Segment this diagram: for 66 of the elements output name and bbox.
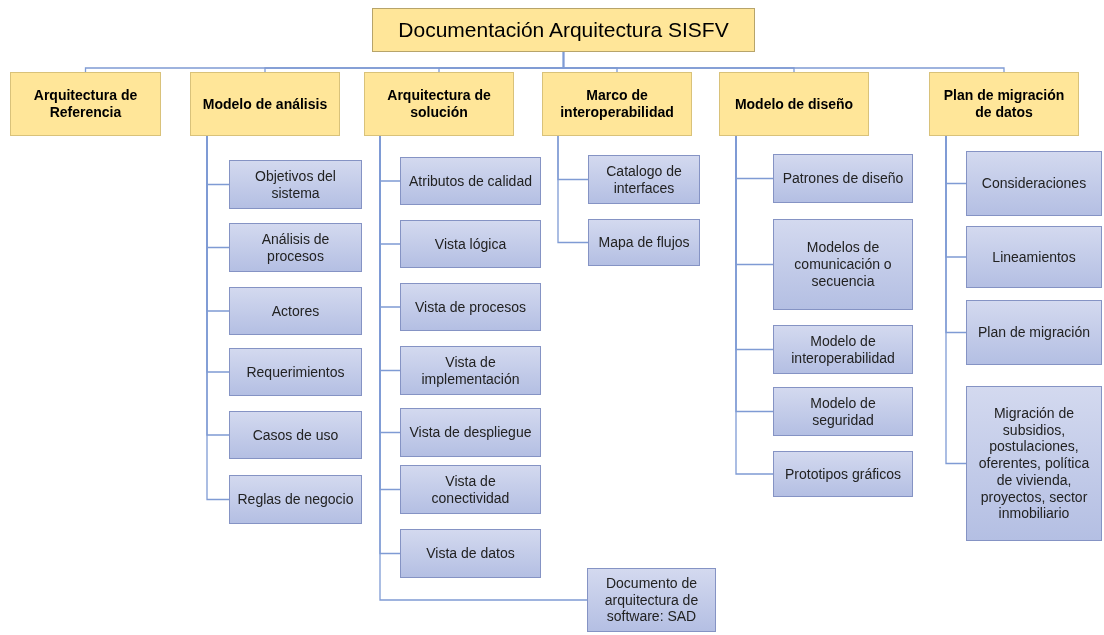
topic-label: Modelo de seguridad: [809, 394, 877, 429]
topic-box: [400, 283, 541, 331]
topic-box: [400, 220, 541, 268]
section-box: [929, 72, 1079, 136]
topic-label: Patrones de diseño: [782, 170, 904, 187]
topic-box: [400, 465, 541, 514]
topic-box: [229, 287, 362, 335]
topic-label: Plan de migración: [977, 324, 1091, 341]
topic-label: Modelo de interoperabilidad: [790, 332, 896, 367]
topic-label: Vista lógica: [434, 235, 507, 253]
topic-box: [773, 219, 913, 310]
topic-box: [773, 387, 913, 436]
topic-label: Vista de procesos: [415, 298, 526, 316]
topic-box: [966, 226, 1102, 288]
topic-label: Objetivos del sistema: [254, 167, 337, 202]
topic-label: Casos de uso: [252, 426, 339, 444]
section-box: [719, 72, 869, 136]
section-box: [190, 72, 340, 136]
topic-label: Reglas de negocio: [237, 491, 354, 508]
topic-box: [229, 348, 362, 396]
topic-box: [229, 160, 362, 209]
title-box: [372, 8, 755, 52]
topic-label: Vista de despliegue: [409, 424, 532, 441]
topic-label: Prototipos gráficos: [785, 465, 901, 483]
topic-box: [966, 386, 1102, 541]
topic-box: [773, 154, 913, 203]
topic-box: [229, 223, 362, 272]
section-label: Marco de interoperabilidad: [559, 87, 675, 121]
section-label: Arquitectura de solución: [386, 87, 492, 121]
topic-box: [400, 529, 541, 578]
connector-line: [557, 135, 589, 244]
topic-box: [773, 325, 913, 374]
topic-box: [229, 411, 362, 459]
topic-label: Vista de conectividad: [430, 472, 511, 507]
section-box: [364, 72, 514, 136]
topic-label: Actores: [271, 302, 320, 320]
topic-label: Atributos de calidad: [409, 172, 532, 190]
topic-label: Análisis de procesos: [260, 230, 331, 265]
topic-label: Lineamientos: [992, 248, 1076, 266]
section-label: Modelo de análisis: [202, 95, 328, 113]
section-box: [542, 72, 692, 136]
topic-box: [400, 408, 541, 457]
topic-box: [966, 300, 1102, 365]
topic-label: Modelos de comunicación o secuencia: [793, 239, 893, 290]
topic-label: Consideraciones: [981, 175, 1087, 192]
connector-line: [562, 51, 1005, 73]
topic-label: Catalogo de interfaces: [605, 162, 683, 197]
topic-box: [400, 346, 541, 395]
section-label: Plan de migración de datos: [942, 87, 1066, 121]
topic-box: [966, 151, 1102, 216]
topic-label: Documento de arquitectura de software: SAD: [603, 574, 700, 626]
topic-label: Mapa de flujos: [598, 234, 690, 251]
topic-box: [229, 475, 362, 524]
topic-box: [588, 155, 700, 204]
topic-label: Requerimientos: [246, 363, 345, 381]
topic-box: [588, 219, 700, 266]
topic-box: [587, 568, 716, 632]
section-label: Modelo de diseño: [734, 95, 854, 113]
topic-label: Vista de implementación: [420, 353, 521, 388]
topic-label: Migración de subsidios, postulaciones, oferentes, política de vivienda, proyectos, sector inmobiliario: [977, 404, 1091, 523]
section-box: [10, 72, 161, 136]
topic-box: [400, 157, 541, 205]
section-label: Arquitectura de Referencia: [32, 87, 139, 121]
topic-label: Vista de datos: [426, 545, 515, 562]
root-label: Documentación Arquitectura SISFV: [398, 17, 729, 43]
topic-box: [773, 451, 913, 497]
